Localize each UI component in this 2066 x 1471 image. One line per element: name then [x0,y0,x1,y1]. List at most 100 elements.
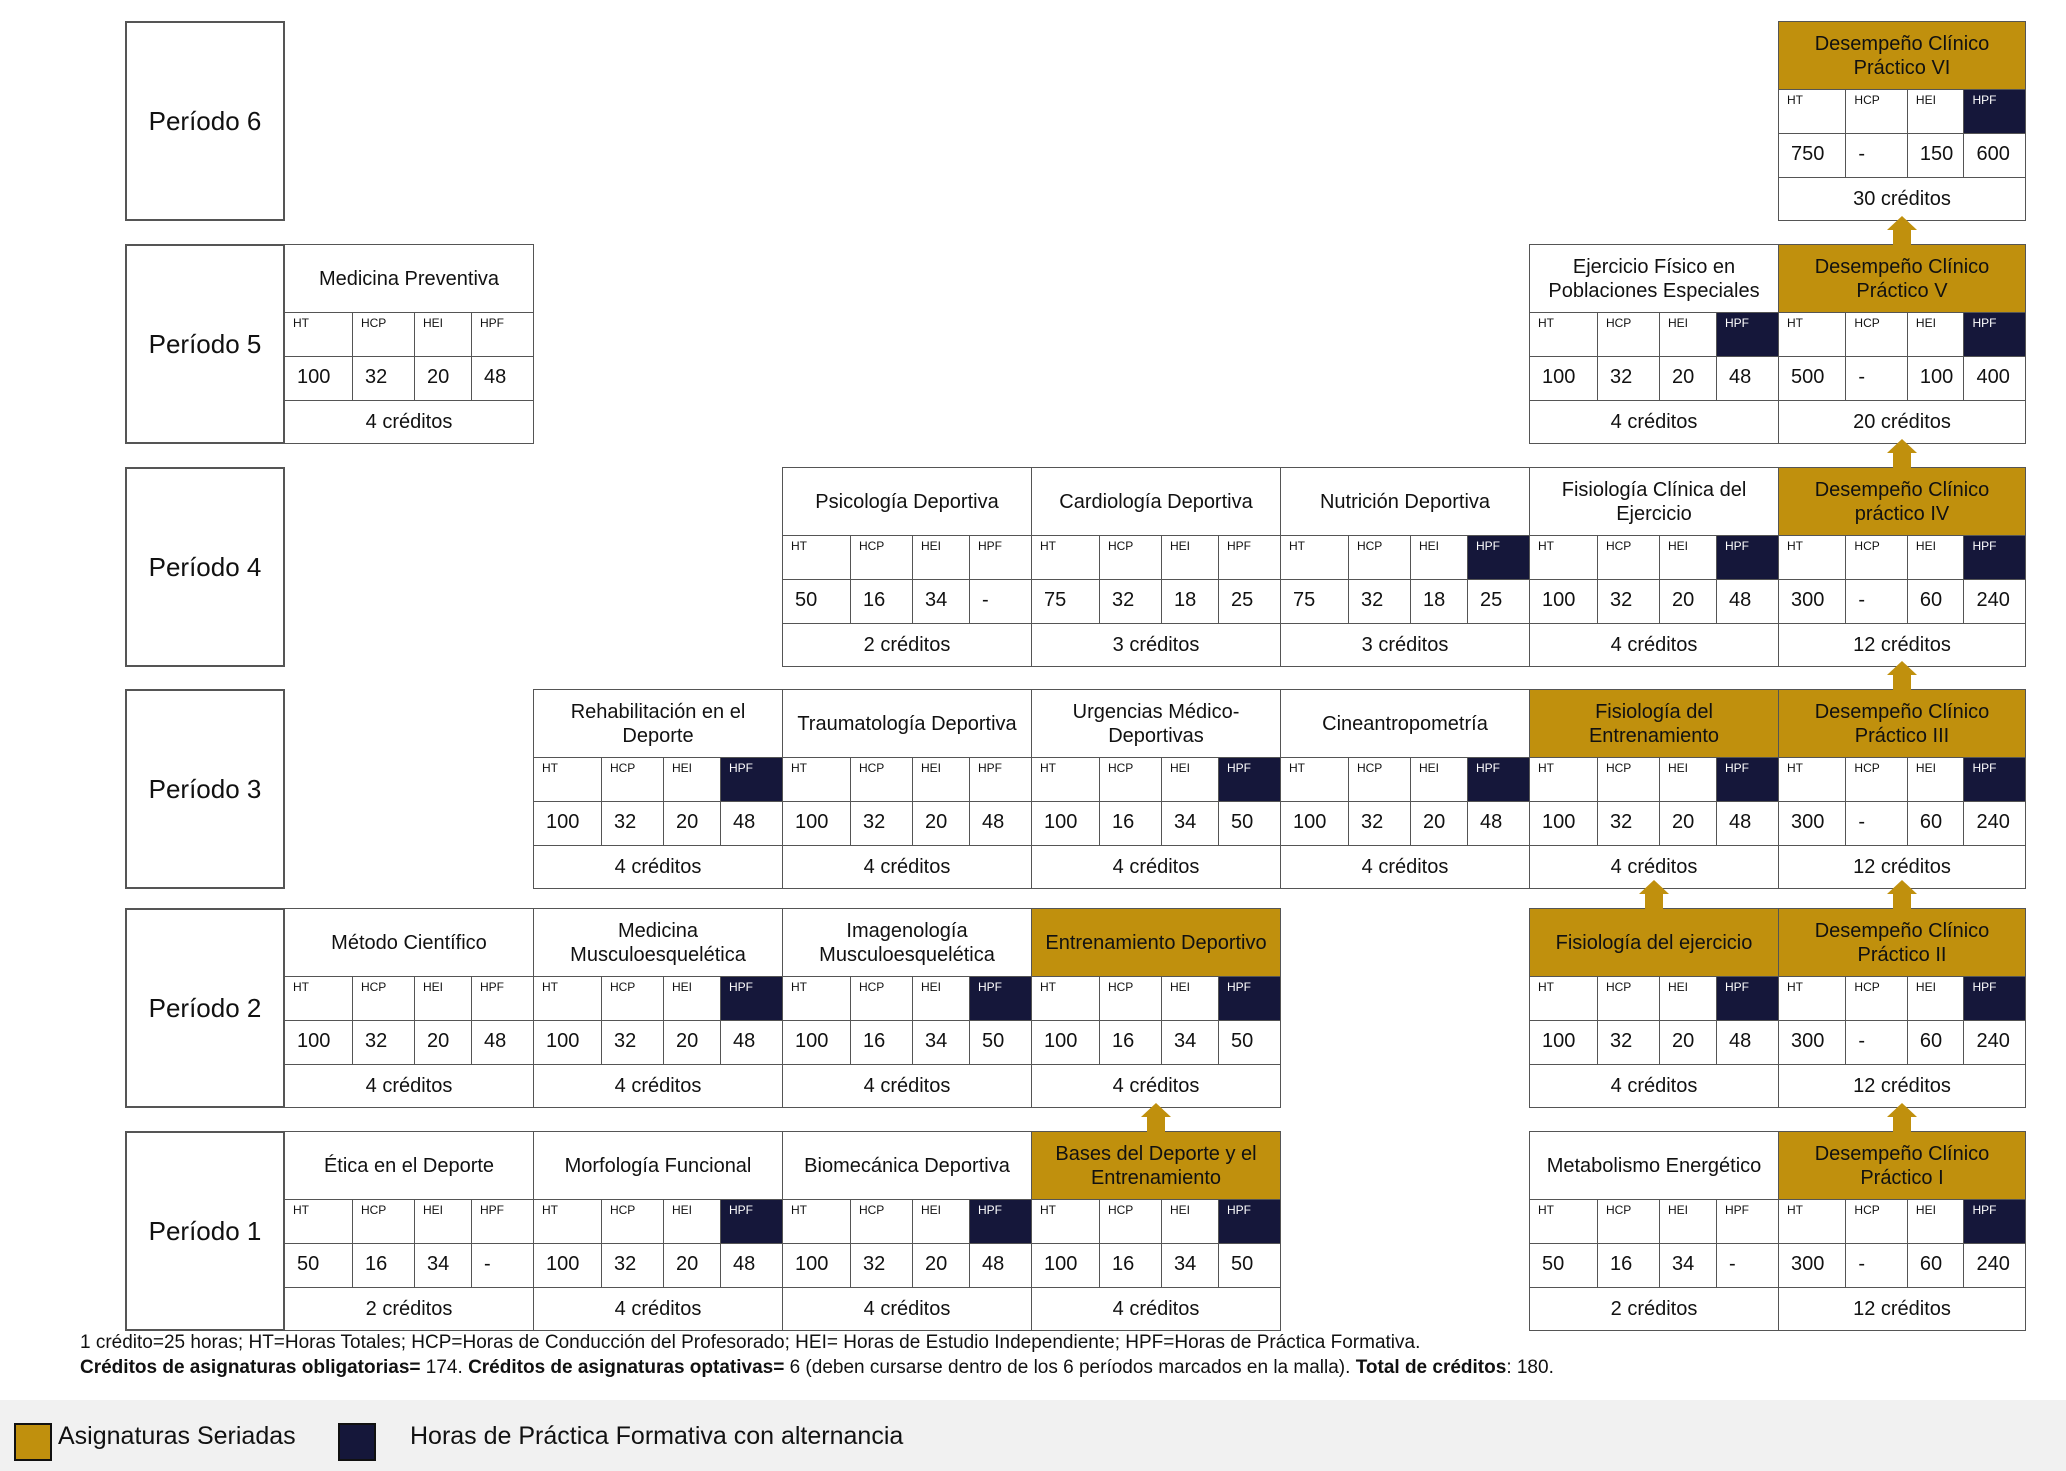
value-hcp: 16 [849,1021,912,1064]
header-hpf: HPF [470,313,533,356]
value-hcp: 16 [1596,1244,1659,1287]
course-credits: 2 créditos [365,1297,453,1320]
value-hpf: - [470,1244,533,1287]
oblig-label: Créditos de asignaturas obligatorias= [80,1357,421,1378]
header-hei: HEI [662,758,720,801]
arrow-dcp3-to-dcp4 [1886,661,1917,691]
value-hcp: 32 [1347,802,1410,845]
value-hpf: 240 [1963,1021,2025,1064]
value-hcp: - [1845,1021,1907,1064]
value-hei: 20 [1409,802,1467,845]
course-credits: 4 créditos [1361,855,1449,878]
header-ht: HT [1538,316,1554,330]
course-name: Cineantropometría [1281,690,1529,758]
value-hpf: 48 [1715,1021,1778,1064]
value-hpf: - [1715,1244,1778,1287]
value-hei: 34 [1658,1244,1716,1287]
course-credits: 12 créditos [1853,1297,1951,1320]
course-credits: 4 créditos [863,1297,951,1320]
value-hei: 18 [1160,580,1218,623]
header-hei: HEI [1658,536,1716,579]
header-ht: HT [1787,980,1803,994]
arrow-stem [1892,230,1911,246]
header-hei: HEI [1409,758,1467,801]
arrow-head [1140,1103,1171,1117]
course-credits: 4 créditos [863,855,951,878]
arrow-head [1886,216,1917,230]
course-credits: 30 créditos [1853,187,1951,210]
value-hei: 20 [1658,1021,1716,1064]
value-hcp: - [1845,802,1907,845]
value-hei: 34 [1160,1021,1218,1064]
header-hpf: HPF [1963,977,2025,1020]
value-hpf: 48 [968,802,1031,845]
header-hei: HEI [911,758,969,801]
course-credits: 12 créditos [1853,633,1951,656]
value-ht: 100 [1542,811,1576,833]
value-hcp: - [1845,134,1907,177]
course-name: Desempeño Clínico Práctico III [1779,690,2025,758]
header-hcp: HCP [351,313,414,356]
header-ht: HT [542,761,558,775]
value-hei: 34 [1160,802,1218,845]
oblig-value: 174. [420,1357,469,1378]
value-hpf: 240 [1963,580,2025,623]
header-hcp: HCP [849,1200,912,1243]
course-ejercicio-pob: Ejercicio Físico en Poblaciones Especial… [1529,244,1779,444]
value-hcp: 16 [1098,1244,1161,1287]
value-ht: 300 [1791,1253,1825,1275]
total-value: : 180. [1506,1357,1554,1378]
header-ht: HT [293,1203,309,1217]
header-hpf: HPF [1217,1200,1280,1243]
header-hpf: HPF [1715,977,1778,1020]
value-hpf: 50 [1217,1244,1280,1287]
course-credits: 4 créditos [1610,855,1698,878]
value-ht: 100 [297,366,331,388]
header-ht: HT [293,316,309,330]
header-ht: HT [791,539,807,553]
value-hei: 34 [911,1021,969,1064]
value-hpf: 48 [968,1244,1031,1287]
arrow-head [1886,661,1917,675]
value-hcp: 32 [351,357,414,400]
header-hcp: HCP [849,758,912,801]
header-hcp: HCP [1596,977,1659,1020]
footnotes: 1 crédito=25 horas; HT=Horas Totales; HC… [80,1330,1554,1380]
value-hcp: 32 [600,802,663,845]
course-name: Traumatología Deportiva [783,690,1031,758]
course-name: Entrenamiento Deportivo [1032,909,1280,977]
header-ht: HT [1040,761,1056,775]
course-credits: 4 créditos [863,1074,951,1097]
header-hcp: HCP [1098,758,1161,801]
course-credits: 4 créditos [1112,1297,1200,1320]
value-ht: 100 [546,1253,580,1275]
value-ht: 100 [297,1030,331,1052]
course-credits: 4 créditos [1610,1074,1698,1097]
period-6-label: Período 6 [125,21,285,221]
header-hei: HEI [1160,758,1218,801]
course-name: Ejercicio Físico en Poblaciones Especial… [1530,245,1778,313]
value-ht: 100 [795,1030,829,1052]
footnote-abbreviations: 1 crédito=25 horas; HT=Horas Totales; HC… [80,1332,1421,1353]
period-4-label: Período 4 [125,467,285,667]
legend-serial-swatch [14,1423,52,1461]
value-hpf: 48 [1715,580,1778,623]
value-hcp: 32 [600,1244,663,1287]
